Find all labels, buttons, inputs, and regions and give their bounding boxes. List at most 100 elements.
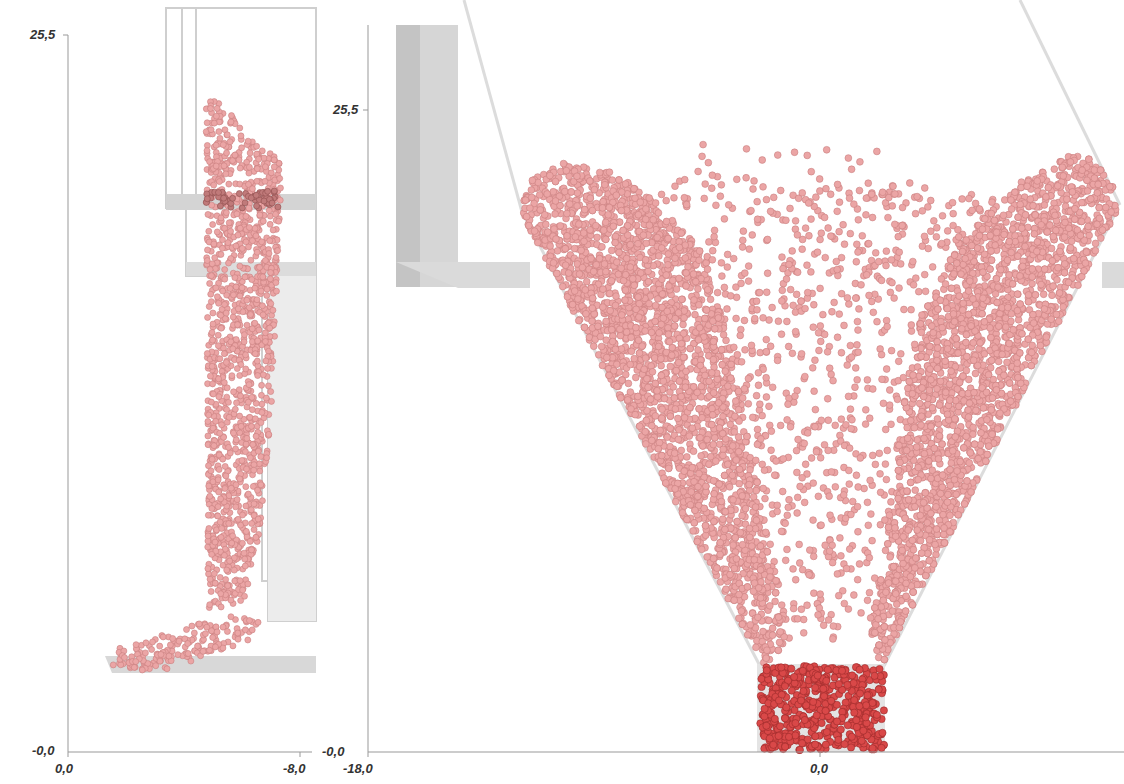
particle	[236, 157, 242, 163]
particle	[263, 358, 269, 364]
particle	[213, 142, 219, 148]
particle	[264, 455, 270, 461]
particle	[233, 504, 239, 510]
particle	[258, 420, 264, 426]
particle	[157, 658, 163, 664]
particle	[227, 558, 233, 564]
particle	[242, 274, 248, 280]
particle	[220, 456, 226, 462]
particle	[202, 631, 208, 637]
particle	[234, 497, 240, 503]
particle	[266, 431, 272, 437]
particle	[207, 280, 213, 286]
particle	[210, 310, 216, 316]
particle	[208, 291, 214, 297]
particle	[205, 418, 211, 424]
particle	[254, 358, 260, 364]
particle	[230, 292, 236, 298]
particle	[216, 129, 222, 135]
particle	[167, 642, 173, 648]
particle	[216, 376, 222, 382]
particle	[277, 185, 283, 191]
particle	[207, 266, 213, 272]
particle	[166, 653, 172, 659]
particle	[259, 239, 265, 245]
particle	[245, 138, 251, 144]
particle	[242, 556, 248, 562]
particle	[209, 329, 215, 335]
particle	[255, 516, 261, 522]
particle	[683, 453, 690, 460]
particle	[231, 567, 237, 573]
particle	[233, 446, 239, 452]
particle	[266, 208, 272, 214]
particle	[191, 630, 197, 636]
particle	[255, 619, 261, 625]
particle	[248, 547, 254, 553]
particle	[235, 306, 241, 312]
particle	[249, 627, 255, 633]
particle	[268, 389, 274, 395]
particle	[244, 322, 250, 328]
particle	[215, 513, 221, 519]
particle	[207, 602, 213, 608]
particle	[237, 578, 243, 584]
particle	[226, 414, 232, 420]
particle	[225, 240, 231, 246]
particle	[212, 644, 218, 650]
particle	[251, 527, 257, 533]
particle	[260, 218, 266, 224]
particle	[221, 351, 227, 357]
particle	[185, 651, 191, 657]
particle	[210, 391, 216, 397]
particle	[205, 314, 211, 320]
particle	[206, 647, 212, 653]
particle	[230, 533, 236, 539]
particle	[207, 493, 213, 499]
particle	[216, 467, 222, 473]
particle	[221, 552, 227, 558]
particle	[239, 540, 245, 546]
particle	[150, 639, 156, 645]
particle	[220, 142, 226, 148]
particle	[142, 650, 148, 656]
particle	[252, 225, 258, 231]
particle	[223, 577, 229, 583]
particle	[267, 238, 273, 244]
particle	[211, 120, 217, 126]
particle	[243, 213, 249, 219]
particle	[259, 409, 265, 415]
particle	[225, 583, 231, 589]
particle	[254, 178, 260, 184]
particle	[175, 652, 181, 658]
particle	[259, 401, 265, 407]
particle	[235, 232, 241, 238]
particle	[219, 237, 225, 243]
particle	[237, 263, 243, 269]
particle	[254, 249, 260, 255]
particle	[234, 366, 240, 372]
particle	[205, 211, 211, 217]
particle	[252, 416, 258, 422]
particle	[266, 250, 272, 256]
particle	[239, 457, 245, 463]
particle	[207, 373, 213, 379]
particle	[226, 521, 232, 527]
particle	[247, 538, 253, 544]
particle	[209, 506, 215, 512]
particle	[253, 192, 259, 198]
particle	[235, 636, 241, 642]
particle	[222, 267, 228, 273]
particle	[118, 662, 124, 668]
particle	[215, 343, 221, 349]
particle	[238, 522, 244, 528]
particle	[254, 166, 260, 172]
particle	[217, 356, 223, 362]
particle	[217, 203, 223, 209]
particle	[268, 170, 274, 176]
particle	[229, 540, 235, 546]
particle	[237, 393, 243, 399]
particle	[210, 321, 216, 327]
side-wall	[268, 276, 316, 621]
